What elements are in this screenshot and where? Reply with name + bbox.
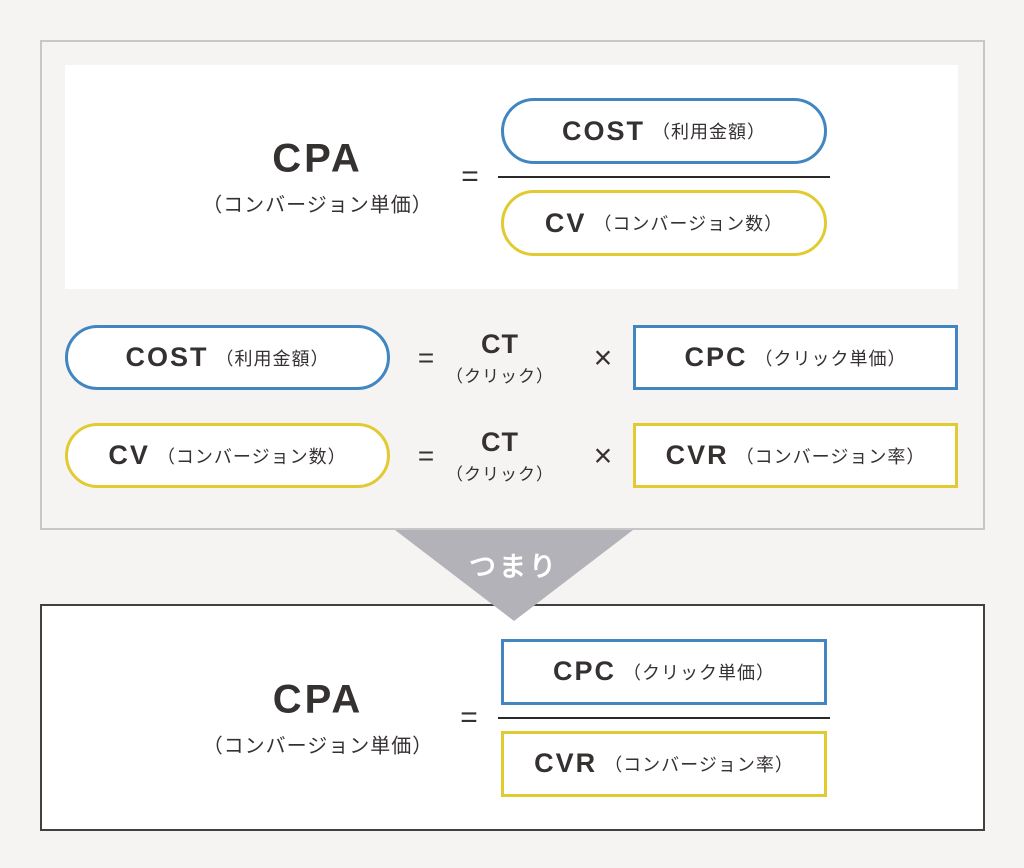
cpa-term-block: CPA （コンバージョン単価） xyxy=(132,677,504,758)
cvr-box: CVR （コンバージョン率） xyxy=(501,730,827,797)
equals-sign: = xyxy=(417,439,435,471)
equals-sign: = xyxy=(417,341,435,373)
cvr-abbr: CVR xyxy=(665,440,729,470)
cvr-box: CVR （コンバージョン率） xyxy=(633,423,958,488)
cost-formula-row: COST （利用金額） = CT （クリック） × CPC （クリック単価） xyxy=(42,325,983,390)
cpa-abbr: CPA xyxy=(272,677,364,721)
cvr-abbr: CVR xyxy=(534,748,598,778)
derivation-panel: CPA （コンバージョン単価） = COST （利用金額） CV （コンバージョ… xyxy=(40,40,985,530)
conclusion-panel: CPA （コンバージョン単価） = CPC （クリック単価） CVR （コンバー… xyxy=(40,604,985,831)
connector-label: つまり xyxy=(469,552,559,582)
equals-sign: = xyxy=(460,700,478,734)
cost-pill: COST （利用金額） xyxy=(65,325,390,390)
cv-label: （コンバージョン数） xyxy=(593,214,784,234)
cpa-term-block: CPA （コンバージョン単価） xyxy=(130,137,505,218)
cost-abbr: COST xyxy=(125,342,209,372)
multiply-sign: × xyxy=(593,437,613,473)
ct-label: （クリック） xyxy=(446,366,554,386)
cpc-box: CPC （クリック単価） xyxy=(501,638,827,705)
fraction-bar xyxy=(498,176,830,178)
cv-abbr: CV xyxy=(108,440,150,470)
fraction-bar xyxy=(498,716,830,719)
ct-abbr: CT xyxy=(481,328,519,359)
ct-term-block: CT （クリック） xyxy=(430,329,570,387)
cpc-abbr: CPC xyxy=(552,656,616,686)
cv-pill: CV （コンバージョン数） xyxy=(501,190,827,256)
ct-abbr: CT xyxy=(481,426,519,457)
cvr-label: （コンバージョン率） xyxy=(735,446,926,467)
cpa-label: （コンバージョン単価） xyxy=(202,735,434,757)
multiply-sign: × xyxy=(593,339,613,375)
cost-label: （利用金額） xyxy=(215,348,330,369)
cost-over-cv-fraction: COST （利用金額） CV （コンバージョン数） xyxy=(498,98,830,256)
cpc-abbr: CPC xyxy=(684,342,748,372)
cpc-over-cvr-fraction: CPC （クリック単価） CVR （コンバージョン率） xyxy=(498,638,830,797)
cpc-label: （クリック単価） xyxy=(754,348,907,369)
cost-label: （利用金額） xyxy=(652,122,766,142)
cost-pill: COST （利用金額） xyxy=(501,98,827,164)
cv-formula-row: CV （コンバージョン数） = CT （クリック） × CVR （コンバージョン… xyxy=(42,423,983,488)
cv-abbr: CV xyxy=(544,207,587,238)
cv-label: （コンバージョン数） xyxy=(156,446,347,467)
cpa-label: （コンバージョン単価） xyxy=(202,194,433,217)
cpa-base-formula-card: CPA （コンバージョン単価） = COST （利用金額） CV （コンバージョ… xyxy=(65,65,958,289)
equals-sign: = xyxy=(461,160,479,193)
ct-label: （クリック） xyxy=(446,464,554,484)
cpc-label: （クリック単価） xyxy=(623,662,775,683)
cpa-abbr: CPA xyxy=(272,136,363,181)
cv-pill: CV （コンバージョン数） xyxy=(65,423,390,488)
cpc-box: CPC （クリック単価） xyxy=(633,325,958,390)
cost-abbr: COST xyxy=(561,115,645,146)
cvr-label: （コンバージョン率） xyxy=(604,754,794,775)
ct-term-block: CT （クリック） xyxy=(430,427,570,485)
